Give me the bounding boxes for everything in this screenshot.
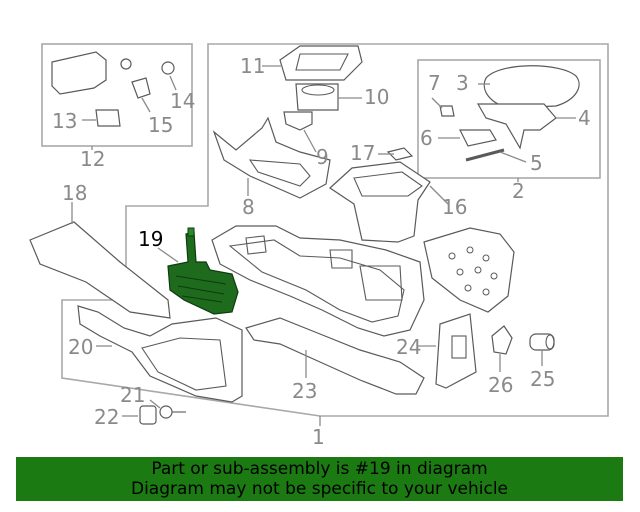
callout-21: 21 (120, 383, 145, 407)
part-13-clip (95, 109, 121, 127)
callout-7: 7 (428, 71, 441, 95)
part-17-pad (386, 147, 414, 161)
hardware-group-frame (41, 43, 193, 147)
callout-9: 9 (316, 145, 329, 169)
part-22-cap (139, 405, 157, 425)
rear-panel (423, 227, 515, 313)
part-18-side-panel (29, 221, 171, 319)
part-26-clip (491, 325, 513, 355)
callout-2: 2 (512, 179, 525, 203)
callout-14: 14 (170, 89, 195, 113)
part-8-trim-plate (212, 116, 331, 199)
callout-25: 25 (530, 367, 555, 391)
callout-19: 19 (138, 227, 163, 251)
part-19-shifter-assembly (167, 227, 239, 315)
part-24-bezel (435, 313, 477, 389)
part-14-fastener (161, 61, 175, 75)
part-6-latch (459, 129, 497, 147)
part-7-clip (439, 105, 455, 117)
part-5-rod (465, 148, 505, 162)
main-assembly-frame (61, 43, 609, 417)
fastener (120, 58, 132, 70)
part-9-bracket (283, 111, 313, 131)
part-25-plug (529, 333, 555, 351)
part-23-rail (245, 317, 425, 395)
part-3-armrest-lid (483, 65, 580, 109)
callout-4: 4 (578, 106, 591, 130)
callout-6: 6 (420, 126, 433, 150)
callout-10: 10 (364, 85, 389, 109)
callout-24: 24 (396, 335, 421, 359)
part-15-bracket (131, 77, 151, 99)
callout-3: 3 (456, 71, 469, 95)
console-bracket-structure (211, 225, 425, 337)
callout-20: 20 (68, 335, 93, 359)
armrest-group-frame (417, 59, 601, 179)
part-12-module (51, 51, 107, 95)
callout-17: 17 (350, 141, 375, 165)
part-21-screw (159, 405, 186, 419)
callout-11: 11 (240, 54, 265, 78)
callout-26: 26 (488, 373, 513, 397)
callout-15: 15 (148, 113, 173, 137)
highlight-banner: Part or sub-assembly is #19 in diagram D… (16, 457, 623, 501)
banner-line-1: Part or sub-assembly is #19 in diagram (151, 459, 488, 479)
callout-5: 5 (530, 151, 543, 175)
part-10-cupholder (295, 83, 339, 111)
callout-8: 8 (242, 195, 255, 219)
part-20-console-panel (77, 305, 243, 403)
callout-22: 22 (94, 405, 119, 429)
callout-13: 13 (52, 109, 77, 133)
part-11-tray (279, 45, 363, 81)
callout-12: 12 (80, 147, 105, 171)
banner-line-2: Diagram may not be specific to your vehi… (130, 479, 508, 499)
parts-diagram: 11 10 9 8 17 16 7 3 4 6 5 2 12 13 14 15 … (29, 43, 609, 449)
callout-18: 18 (62, 181, 87, 205)
part-16-storage-bin (329, 161, 431, 243)
part-4-hinge (476, 103, 557, 150)
callout-23: 23 (292, 379, 317, 403)
callout-1: 1 (312, 425, 325, 449)
callout-16: 16 (442, 195, 467, 219)
